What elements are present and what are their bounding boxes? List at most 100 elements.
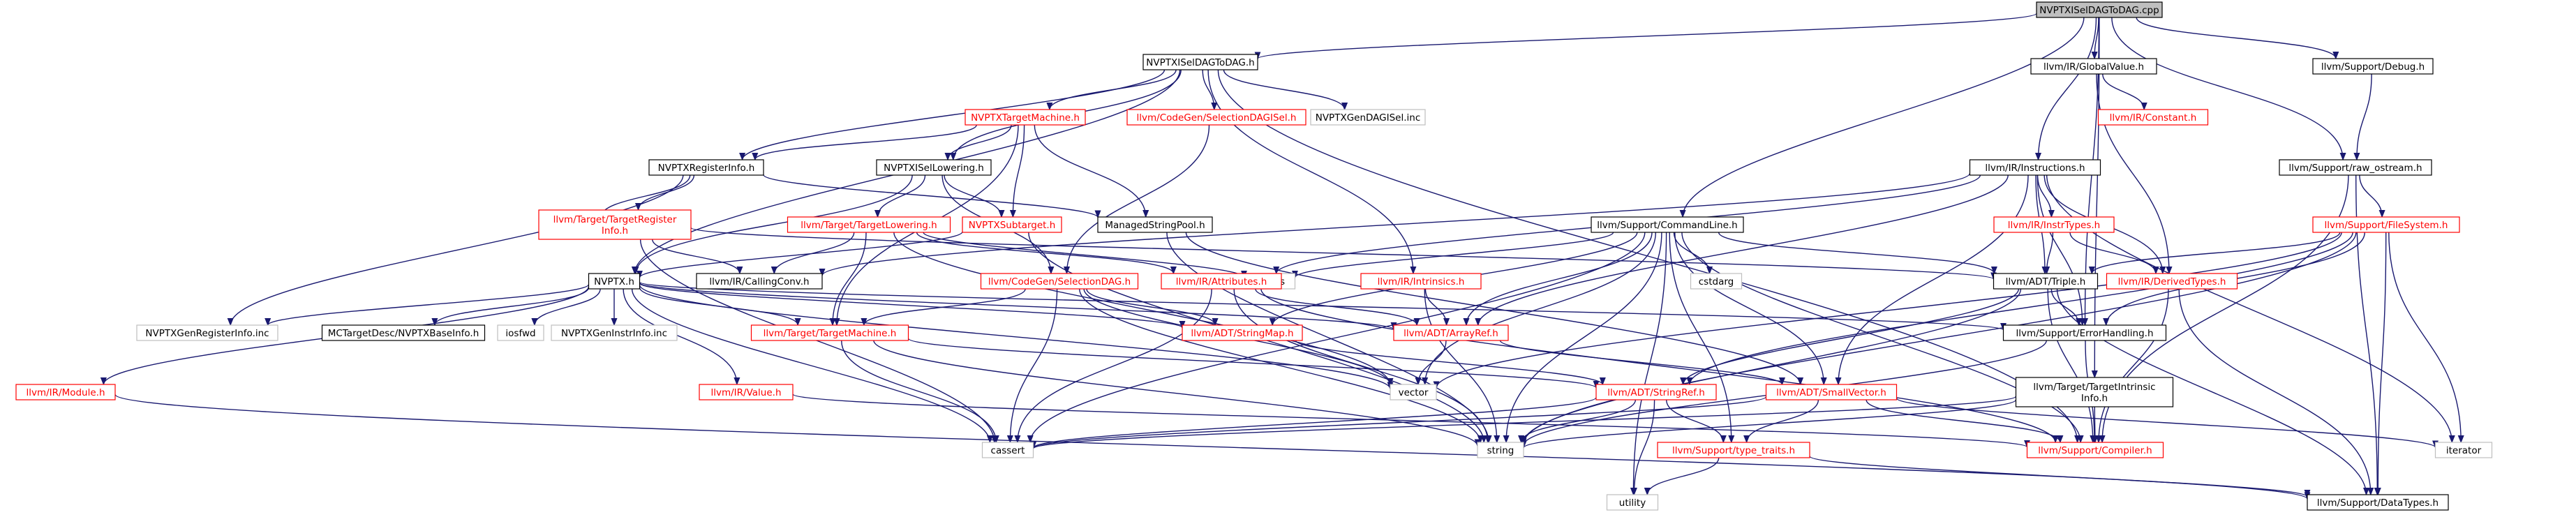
edge-registerinfo-to-generegisterinfo bbox=[230, 174, 684, 325]
edge-commandline-to-adt_triple bbox=[1718, 232, 1995, 274]
node-stringref[interactable]: llvm/ADT/StringRef.h bbox=[1595, 384, 1717, 400]
node-derivedtypes[interactable]: llvm/IR/DerivedTypes.h bbox=[2106, 273, 2238, 290]
node-selectiondag[interactable]: llvm/CodeGen/SelectionDAG.h bbox=[980, 273, 1139, 290]
node-box bbox=[1657, 442, 1810, 458]
node-isel-h[interactable]: NVPTXISelDAGToDAG.h bbox=[1142, 54, 1258, 70]
edge-instructions-to-iterator bbox=[2046, 174, 2452, 442]
edge-typetraits-to-datatypes bbox=[1809, 456, 2307, 497]
node-adt-triple[interactable]: llvm/ADT/Triple.h bbox=[1993, 273, 2099, 290]
edge-intrinsics-to-arrayref bbox=[1424, 288, 1446, 326]
edge-globalvalue-to-derivedtypes bbox=[2096, 73, 2169, 274]
edge-filesystem-to-adt_triple bbox=[2092, 232, 2341, 274]
node-label: string bbox=[1487, 445, 1514, 456]
node-label: NVPTXGenDAGISel.inc bbox=[1316, 112, 1421, 123]
edge-nvptx_h-to-errorhandling bbox=[639, 281, 2004, 331]
node-typetraits[interactable]: llvm/Support/type_traits.h bbox=[1657, 442, 1810, 458]
node-vector: vector bbox=[1390, 384, 1437, 400]
node-label: llvm/CodeGen/SelectionDAG.h bbox=[988, 276, 1131, 287]
node-label: llvm/Support/raw_ostream.h bbox=[2288, 163, 2422, 174]
edge-root-to-commandline bbox=[1683, 17, 2085, 217]
node-label: iterator bbox=[2446, 445, 2482, 456]
node-globalvalue[interactable]: llvm/IR/GlobalValue.h bbox=[2030, 58, 2157, 75]
node-label: llvm/Support/Debug.h bbox=[2321, 61, 2425, 73]
node-targetlowering[interactable]: llvm/Target/TargetLowering.h bbox=[787, 216, 951, 233]
node-ir-value[interactable]: llvm/IR/Value.h bbox=[699, 384, 794, 400]
node-box bbox=[1142, 54, 1258, 70]
node-registerinfo[interactable]: NVPTXRegisterInfo.h bbox=[648, 159, 764, 176]
node-isellowering[interactable]: NVPTXISelLowering.h bbox=[876, 159, 992, 176]
node-label: NVPTXISelDAGToDAG.cpp bbox=[2039, 5, 2159, 16]
node-arrayref[interactable]: llvm/ADT/ArrayRef.h bbox=[1393, 324, 1509, 341]
edge-adt_triple-to-stringref bbox=[1683, 288, 2020, 385]
edge-targetintrinsic-to-compiler bbox=[2094, 406, 2095, 442]
edge-derivedtypes-to-compiler bbox=[2099, 288, 2169, 442]
node-cassert: cassert bbox=[981, 442, 1034, 458]
node-managedstringpool[interactable]: ManagedStringPool.h bbox=[1097, 216, 1213, 233]
node-instructions[interactable]: llvm/IR/Instructions.h bbox=[1969, 159, 2101, 176]
node-root[interactable]: NVPTXISelDAGToDAG.cpp bbox=[2036, 1, 2163, 18]
node-box bbox=[1393, 324, 1509, 341]
node-ir-module[interactable]: llvm/IR/Module.h bbox=[15, 384, 116, 400]
edge-commandline-to-cassert bbox=[1030, 232, 1646, 442]
node-mctarget[interactable]: MCTargetDesc/NVPTXBaseInfo.h bbox=[321, 324, 486, 341]
edge-stringref-to-cassert bbox=[1034, 397, 1597, 449]
node-box bbox=[2312, 58, 2434, 75]
edge-ir_value-to-compiler bbox=[792, 394, 2027, 448]
edge-registerinfo-to-managedstringpool bbox=[763, 174, 1098, 218]
node-compiler[interactable]: llvm/Support/Compiler.h bbox=[2026, 442, 2164, 458]
node-box bbox=[696, 273, 823, 290]
edge-commandline-to-smallvector bbox=[1674, 232, 1824, 384]
node-smallvector[interactable]: llvm/ADT/SmallVector.h bbox=[1765, 384, 1898, 400]
node-label: llvm/Support/DataTypes.h bbox=[2317, 497, 2439, 509]
node-datatypes[interactable]: llvm/Support/DataTypes.h bbox=[2307, 494, 2449, 511]
node-string: string bbox=[1477, 442, 1524, 458]
node-box bbox=[2312, 216, 2460, 233]
node-ir-constant[interactable]: llvm/IR/Constant.h bbox=[2097, 109, 2209, 126]
edge-selectiondag-to-cassert bbox=[1010, 288, 1058, 442]
node-callingconv[interactable]: llvm/IR/CallingConv.h bbox=[696, 273, 823, 290]
node-instrtypes[interactable]: llvm/IR/InstrTypes.h bbox=[1993, 216, 2115, 233]
node-label: llvm/Target/TargetMachine.h bbox=[764, 328, 897, 339]
edge-commandline-to-string bbox=[1506, 232, 1662, 442]
node-errorhandling[interactable]: llvm/Support/ErrorHandling.h bbox=[2002, 324, 2167, 341]
edge-targetlowering-to-attributes bbox=[916, 232, 1174, 274]
edge-arrayref-to-smallvector bbox=[1499, 340, 1782, 385]
node-raw-ostream[interactable]: llvm/Support/raw_ostream.h bbox=[2279, 159, 2432, 176]
edge-instructions-to-arrayref bbox=[1478, 174, 2009, 325]
edge-target_tm-to-cassert bbox=[841, 340, 997, 442]
edge-selectiondag-to-target_tm bbox=[864, 288, 1026, 326]
node-codegen-seldagisel[interactable]: llvm/CodeGen/SelectionDAGISel.h bbox=[1126, 109, 1306, 126]
node-box bbox=[1161, 273, 1282, 290]
node-debug[interactable]: llvm/Support/Debug.h bbox=[2312, 58, 2434, 75]
node-box bbox=[1993, 216, 2115, 233]
edge-filesystem-to-iterator bbox=[2388, 232, 2461, 442]
edge-stringref-to-typetraits bbox=[1666, 399, 1724, 443]
edge-debug-to-raw_ostream bbox=[2357, 73, 2372, 160]
node-box bbox=[648, 159, 764, 176]
node-box bbox=[15, 384, 116, 400]
node-stringmap[interactable]: llvm/ADT/StringMap.h bbox=[1182, 324, 1303, 341]
node-label: llvm/Support/Compiler.h bbox=[2038, 445, 2152, 456]
node-label: llvm/Support/ErrorHandling.h bbox=[2016, 328, 2153, 339]
node-intrinsics[interactable]: llvm/IR/Intrinsics.h bbox=[1360, 273, 1482, 290]
node-label: llvm/Support/type_traits.h bbox=[1672, 445, 1795, 456]
node-attributes[interactable]: llvm/IR/Attributes.h bbox=[1161, 273, 1282, 290]
edge-instructions-to-instrtypes bbox=[2037, 174, 2052, 217]
node-filesystem[interactable]: llvm/Support/FileSystem.h bbox=[2312, 216, 2460, 233]
node-nvptx-h[interactable]: NVPTX.h bbox=[588, 273, 641, 290]
node-target-tm[interactable]: llvm/Target/TargetMachine.h bbox=[750, 324, 909, 341]
node-iterator: iterator bbox=[2434, 442, 2493, 458]
node-label: NVPTXISelLowering.h bbox=[884, 163, 984, 174]
edge-selectiondag-to-stringmap bbox=[1086, 288, 1215, 326]
edge-nvptx_h-to-iosfwd bbox=[535, 288, 601, 326]
node-subtarget[interactable]: NVPTXSubtarget.h bbox=[962, 216, 1062, 233]
edge-targetintrinsic-to-string bbox=[1524, 399, 2017, 449]
node-box bbox=[876, 159, 992, 176]
node-box bbox=[980, 273, 1139, 290]
node-commandline[interactable]: llvm/Support/CommandLine.h bbox=[1591, 216, 1744, 233]
node-box bbox=[2307, 494, 2449, 511]
edge-arrayref-to-vector bbox=[1418, 340, 1447, 384]
node-targetmachine-nv[interactable]: NVPTXTargetMachine.h bbox=[965, 109, 1086, 126]
